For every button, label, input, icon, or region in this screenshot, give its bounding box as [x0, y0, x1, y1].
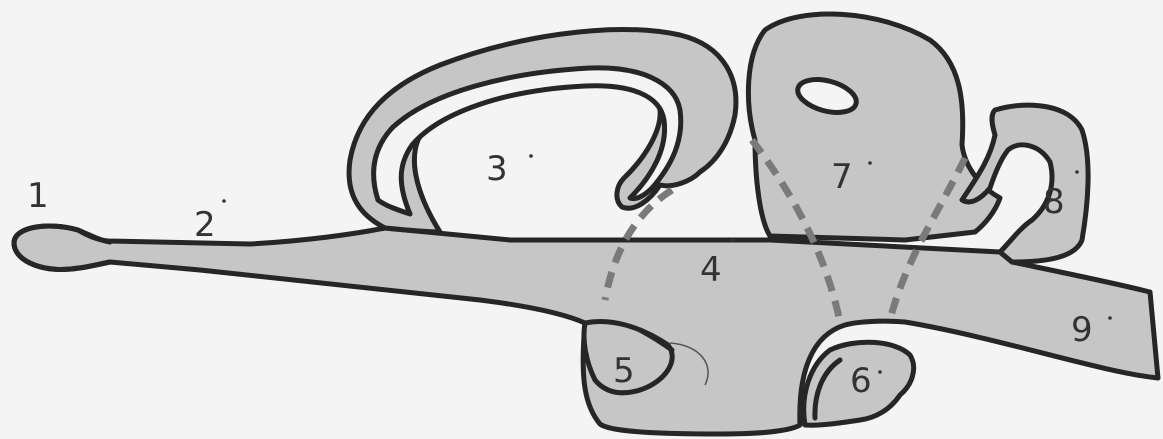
label-2-dot: [222, 199, 226, 203]
label-1: 1: [27, 176, 49, 216]
label-4: 4: [700, 250, 722, 290]
label-6: 6: [850, 361, 872, 401]
label-5: 5: [613, 351, 635, 391]
label-6-dot: [878, 370, 882, 374]
label-3-dot: [529, 154, 533, 158]
label-8: 8: [1043, 182, 1065, 222]
label-7-dot: [868, 161, 872, 165]
label-8-dot: [1075, 170, 1079, 174]
label-3: 3: [486, 149, 508, 189]
label-2: 2: [194, 205, 216, 245]
label-7: 7: [831, 157, 853, 197]
medulla-lobe: [962, 105, 1088, 262]
label-9: 9: [1071, 310, 1093, 350]
label-4-dot: [731, 238, 735, 242]
label-9-dot: [1108, 316, 1112, 320]
cerebellum: [748, 14, 1000, 240]
